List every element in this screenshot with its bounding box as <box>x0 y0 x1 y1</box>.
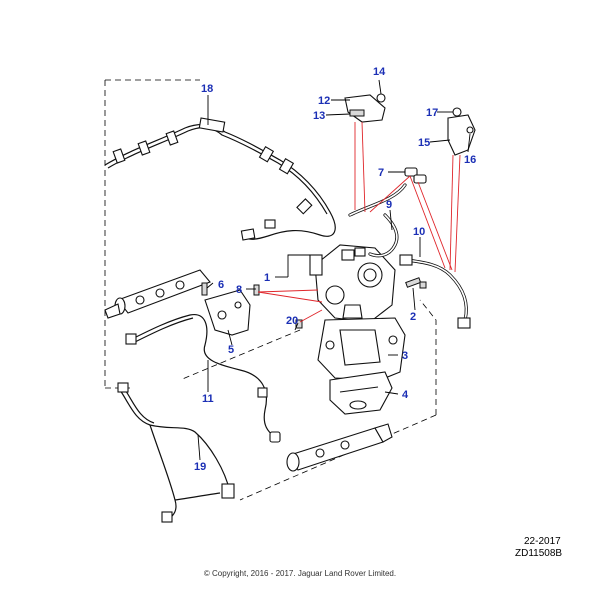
callout-15: 15 <box>418 137 430 149</box>
right-pipe-clamp <box>447 107 476 156</box>
callout-2: 2 <box>410 311 416 323</box>
callout-17: 17 <box>426 107 438 119</box>
callout-13: 13 <box>313 110 325 122</box>
assembly-frame <box>104 79 437 501</box>
black-leader-lines <box>197 79 471 461</box>
copyright-notice: © Copyright, 2016 - 2017. Jaguar Land Ro… <box>203 569 397 578</box>
pump-housing <box>317 317 406 381</box>
callout-5: 5 <box>228 344 234 356</box>
callout-6: 6 <box>218 279 224 291</box>
callout-3: 3 <box>402 350 408 362</box>
callout-8: 8 <box>236 284 242 296</box>
callout-10: 10 <box>413 226 425 238</box>
lower-wiring-harness <box>125 314 281 443</box>
pipe-connectors <box>404 167 427 184</box>
callout-14: 14 <box>373 66 386 78</box>
fuel-rail-lower <box>286 423 393 472</box>
upper-pipe-clamp <box>344 93 386 123</box>
pump-cover <box>329 371 393 415</box>
red-leader-lines <box>257 121 461 323</box>
callout-11: 11 <box>202 393 214 405</box>
callout-19: 19 <box>194 461 206 473</box>
callout-7: 7 <box>378 167 384 179</box>
callout-labels: 1 2 3 4 5 6 7 8 9 10 11 12 13 14 15 16 1… <box>194 66 476 473</box>
callout-1: 1 <box>264 272 270 284</box>
high-pressure-fuel-pump <box>309 244 396 323</box>
pump-bracket <box>201 282 260 336</box>
callout-20: 20 <box>286 315 298 327</box>
callout-4: 4 <box>402 389 409 401</box>
callout-18: 18 <box>201 83 213 95</box>
upper-wiring-harness <box>104 117 336 241</box>
reference-code: ZD11508B <box>515 548 563 559</box>
callout-9: 9 <box>386 199 392 211</box>
reference-date: 22-2017 <box>524 536 561 547</box>
callout-12: 12 <box>318 95 330 107</box>
bottom-wiring-harness <box>117 382 235 523</box>
fuel-rail-left <box>104 269 211 319</box>
bolts <box>295 277 427 329</box>
callout-16: 16 <box>464 154 476 166</box>
